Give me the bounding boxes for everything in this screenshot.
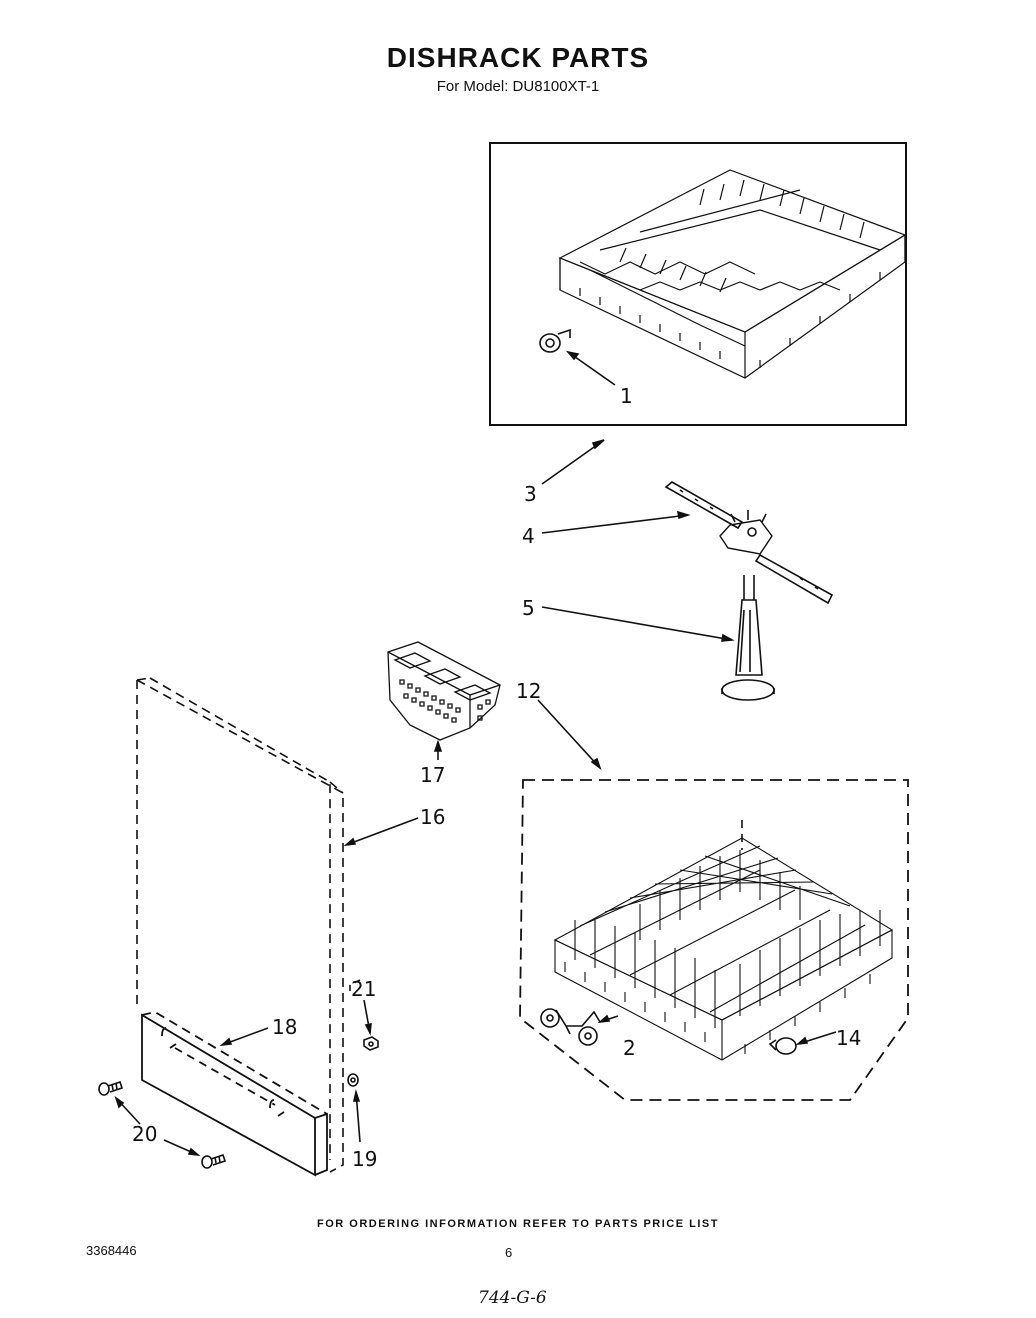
- rack-stop-part-14: [768, 1037, 797, 1055]
- callout-1: 1: [620, 384, 633, 408]
- ordering-note: FOR ORDERING INFORMATION REFER TO PARTS …: [317, 1218, 719, 1230]
- page-title: DISHRACK PARTS: [386, 42, 650, 73]
- callout-14: 14: [836, 1026, 861, 1050]
- callout-3: 3: [524, 482, 537, 506]
- leader-16: [345, 817, 419, 846]
- rack-roller-part-2: [540, 1008, 601, 1046]
- arrow-4: [676, 510, 691, 520]
- arrow-2: [597, 1014, 611, 1024]
- page-number: 6: [505, 1245, 513, 1260]
- arrow-18: [219, 1037, 233, 1047]
- leader-12: [537, 699, 601, 769]
- washer-part-19: [347, 1073, 359, 1087]
- arrow-21: [364, 1023, 372, 1036]
- document-number: 3368446: [86, 1243, 137, 1258]
- callout-19: 19: [352, 1147, 377, 1171]
- arrow-14: [795, 1036, 809, 1046]
- callout-20: 20: [132, 1122, 157, 1146]
- callout-18: 18: [272, 1015, 297, 1039]
- leader-3: [541, 439, 605, 485]
- door-side-step: [349, 979, 361, 995]
- lower-dishrack: [553, 837, 894, 1061]
- door-panel: [136, 677, 344, 1173]
- door-trim-panel: [141, 1011, 328, 1177]
- spray-tower: [721, 575, 775, 701]
- callout-21: 21: [351, 977, 376, 1001]
- spray-arm: [664, 481, 834, 605]
- leader-5: [541, 606, 733, 641]
- arrow-3: [591, 439, 605, 450]
- handwritten-code: 744-G-6: [478, 1288, 547, 1308]
- silverware-basket: [387, 641, 501, 741]
- arrow-12: [590, 757, 602, 771]
- rack-wheel-part-1: [539, 328, 571, 353]
- callout-2: 2: [623, 1036, 636, 1060]
- callout-17: 17: [420, 763, 445, 787]
- upper-rack-box: [489, 142, 907, 426]
- arrow-19: [353, 1089, 361, 1102]
- lower-rack-box: [519, 779, 909, 1101]
- screw-upper: [98, 1080, 124, 1096]
- leader-4: [541, 514, 689, 534]
- nut-part-21: [363, 1036, 379, 1051]
- screw-lower: [201, 1153, 227, 1169]
- arrow-16: [343, 837, 357, 847]
- callout-16: 16: [420, 805, 445, 829]
- arrow-5: [721, 633, 735, 642]
- upper-dishrack: [558, 169, 907, 379]
- arrow-20a: [114, 1095, 125, 1109]
- callout-4: 4: [522, 524, 535, 548]
- model-subtitle: For Model: DU8100XT-1: [436, 78, 600, 95]
- callout-5: 5: [522, 596, 535, 620]
- callout-12: 12: [516, 679, 541, 703]
- arrow-20b: [187, 1147, 201, 1157]
- arrow-17: [433, 739, 443, 752]
- arrow-1: [565, 350, 580, 361]
